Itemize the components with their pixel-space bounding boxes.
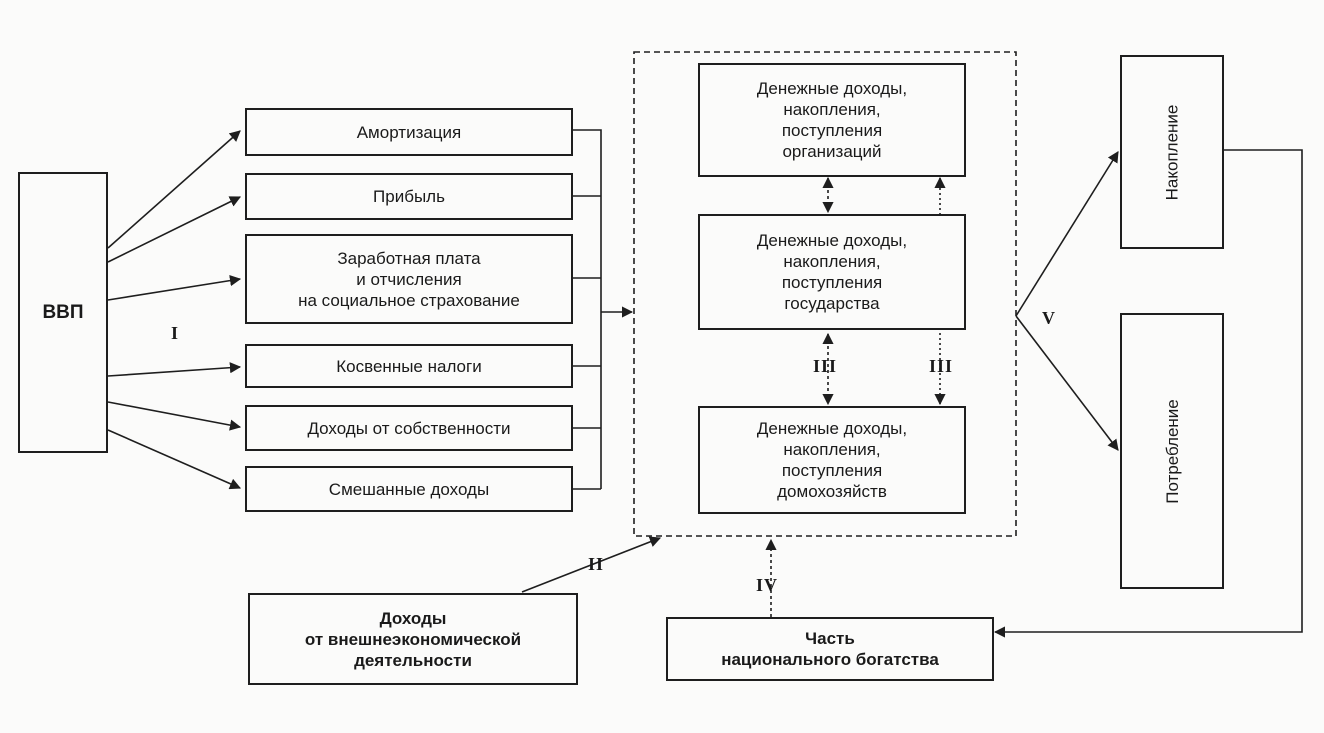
use-consumption: Потребление <box>1120 313 1224 589</box>
consumption-label: Потребление <box>1162 398 1182 504</box>
sector-households: Денежные доходы, накопления, поступления… <box>698 406 966 514</box>
component-profit: Прибыль <box>245 173 573 220</box>
component-amortization: Амортизация <box>245 108 573 156</box>
arrow-gdp-taxes <box>107 362 242 377</box>
stage-label-iv: IV <box>756 575 779 595</box>
foreign-income-box: Доходы от внешнеэкономической деятельнос… <box>248 593 578 685</box>
arrow-accumulation-to-wealth <box>993 149 1303 638</box>
arrow-gdp-mixed <box>107 429 242 490</box>
sector-organizations: Денежные доходы, накопления, поступления… <box>698 63 966 177</box>
sector-state: Денежные доходы, накопления, поступления… <box>698 214 966 330</box>
stage-label-ii: II <box>588 554 605 574</box>
component-indirect-taxes: Косвенные налоги <box>245 344 573 388</box>
stage-label-i: I <box>171 323 180 343</box>
arrow-to-accumulation <box>1015 151 1119 317</box>
stage-label-v: V <box>1042 308 1056 328</box>
arrow-gdp-profit <box>107 196 242 263</box>
arrow-gdp-property <box>107 401 242 431</box>
component-wages: Заработная плата и отчисления на социаль… <box>245 234 573 324</box>
component-mixed-income: Смешанные доходы <box>245 466 573 512</box>
stage-label-iii-left: III <box>813 356 838 376</box>
use-accumulation: Накопление <box>1120 55 1224 249</box>
stage-label-iii-right: III <box>929 356 954 376</box>
arrow-gdp-wages <box>107 275 242 301</box>
accumulation-label: Накопление <box>1162 104 1182 200</box>
gdp-box: ВВП <box>18 172 108 453</box>
arrow-foreign-income <box>521 536 662 593</box>
arrow-gdp-amortization <box>107 130 241 249</box>
sectors-group-frame <box>633 51 1017 537</box>
arrow-to-consumption <box>1015 315 1119 451</box>
components-collector <box>573 129 602 490</box>
national-wealth-box: Часть национального богатства <box>666 617 994 681</box>
component-property-income: Доходы от собственности <box>245 405 573 451</box>
